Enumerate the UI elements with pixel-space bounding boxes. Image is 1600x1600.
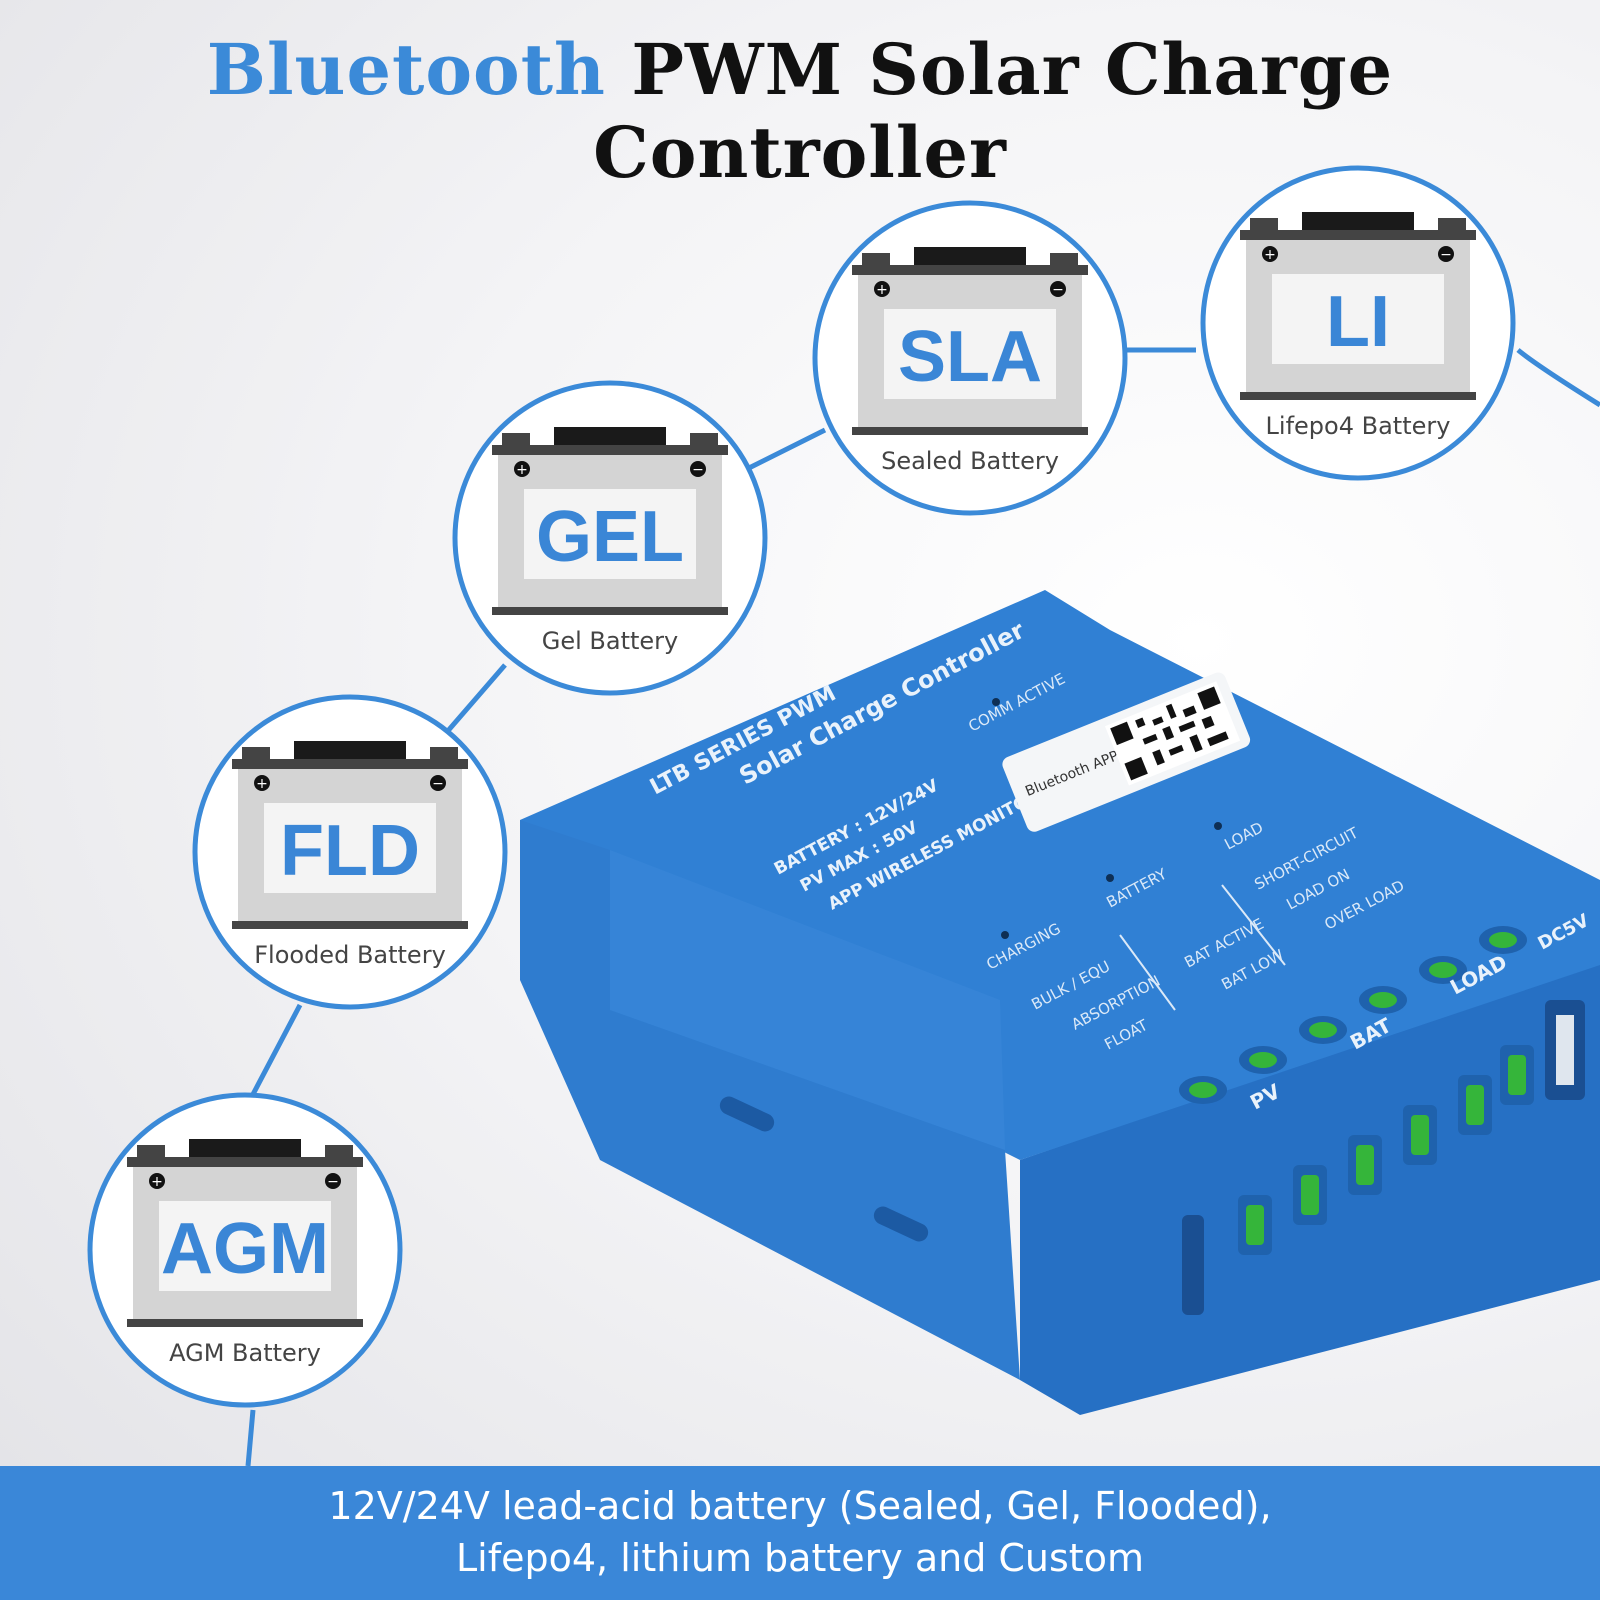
minus-icon: −	[1052, 282, 1064, 298]
battery-icon: +−	[492, 427, 728, 615]
battery-caption: Sealed Battery	[881, 447, 1059, 475]
charge-controller: LTB SERIES PWM Solar Charge Controller C…	[520, 590, 1600, 1415]
battery-code: GEL	[536, 497, 684, 577]
battery-caption: Lifepo4 Battery	[1266, 412, 1451, 440]
battery-icon: +−	[232, 741, 468, 929]
plus-icon: +	[516, 462, 528, 478]
connector-curve	[245, 347, 1600, 1467]
footer-banner: 12V/24V lead-acid battery (Sealed, Gel, …	[0, 1466, 1600, 1600]
title-rest: PWM Solar Charge Controller	[593, 28, 1394, 194]
battery-icon: +−	[1240, 212, 1476, 400]
battery-icon: +−	[127, 1139, 363, 1327]
battery-code: AGM	[161, 1209, 329, 1289]
minus-icon: −	[432, 776, 444, 792]
battery-code: SLA	[898, 317, 1042, 397]
battery-caption: Gel Battery	[542, 627, 679, 655]
minus-icon: −	[692, 462, 704, 478]
battery-code: FLD	[280, 811, 420, 891]
battery-icon: +−	[852, 247, 1088, 435]
plus-icon: +	[151, 1174, 163, 1190]
qr-card: Bluetooth APP	[1002, 672, 1251, 832]
title-accent: Bluetooth	[206, 28, 606, 111]
plus-icon: +	[256, 776, 268, 792]
battery-code: LI	[1326, 282, 1390, 362]
footer-line-1: 12V/24V lead-acid battery (Sealed, Gel, …	[328, 1484, 1272, 1528]
battery-caption: AGM Battery	[169, 1339, 321, 1367]
top-terminals	[1179, 926, 1527, 1104]
battery-caption: Flooded Battery	[254, 941, 446, 969]
minus-icon: −	[1440, 247, 1452, 263]
footer-line-2: Lifepo4, lithium battery and Custom	[456, 1536, 1144, 1580]
qr-code	[1104, 681, 1241, 786]
plus-icon: +	[1264, 247, 1276, 263]
page-title: Bluetooth PWM Solar Charge Controller	[0, 28, 1600, 194]
minus-icon: −	[327, 1174, 339, 1190]
plus-icon: +	[876, 282, 888, 298]
side-terminals	[1238, 1045, 1534, 1255]
